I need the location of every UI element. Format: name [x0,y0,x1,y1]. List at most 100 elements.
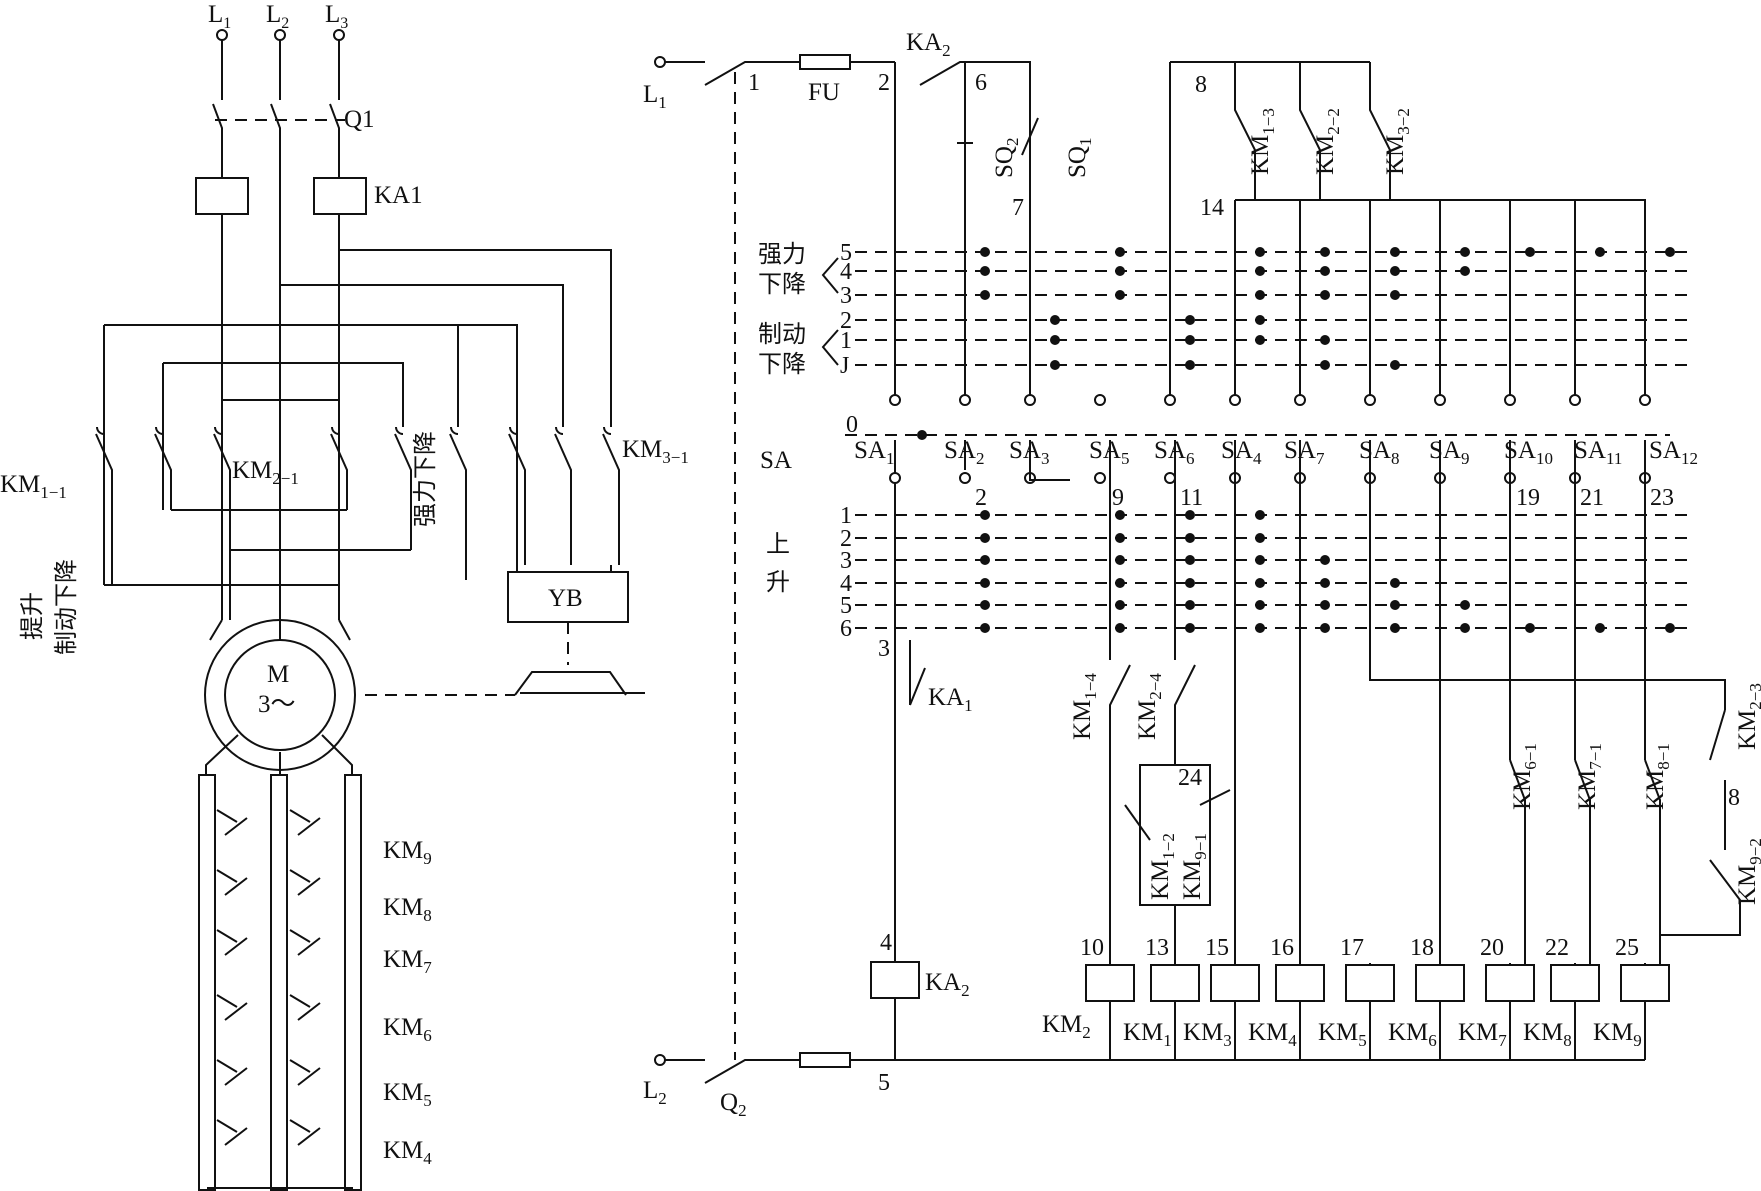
km22-label: KM2−2 [1312,108,1343,175]
ka2-contact-label: KA2 [906,29,951,60]
switch-q1-label: Q1 [344,106,375,133]
rotor-contact [216,1119,248,1146]
rotor-resistors [198,774,362,1191]
contact-dot [1115,600,1125,610]
contact-dot [1390,360,1400,370]
rotor-contact [289,929,321,956]
km61-label: KM6−1 [1509,743,1540,810]
contact-dot [1390,623,1400,633]
sa-top-terminal [889,394,901,406]
label-down-strong-2: 下降 [758,270,806,298]
km32-label: KM3−2 [1382,108,1413,175]
label-up-2: 升 [766,568,790,596]
coil-label: KM6 [1388,1019,1437,1050]
contact-dot [1390,600,1400,610]
contact-dot [980,623,990,633]
km92-label: KM9−2 [1734,838,1761,905]
contact-dot [1115,555,1125,565]
motor-inner-circle [224,639,336,751]
node-7: 7 [1012,195,1024,221]
lowering-position-label: 5 [840,240,852,266]
contactor-contacts [95,426,620,586]
coil-label: KM4 [1248,1019,1297,1050]
coil-row: KA2KM210KM113KM315KM416KM517KM618KM720KM… [870,935,1670,1060]
sa-top-terminal [1364,394,1376,406]
contact-dot [1255,290,1265,300]
coil-label: KM8 [1523,1019,1572,1050]
sa-contact-label: SA10 [1504,437,1553,468]
switch-q1: Q1 [212,40,375,340]
ctrl-l2-label: L2 [643,1077,667,1108]
contact-dot [1115,266,1125,276]
coil [1275,964,1325,1002]
km71-label: KM7−1 [1574,743,1605,810]
coil-label: KM9 [1593,1019,1642,1050]
power-circuit: L1 L2 L3 Q1 KA1 [0,1,689,1191]
lowering-position-label: 1 [840,328,852,354]
rotor-contact [289,1119,321,1146]
contact-dot [1185,360,1195,370]
sa-bottom-terminal [1094,472,1106,484]
sa-top-terminal [1164,394,1176,406]
contact-dot [1185,600,1195,610]
control-circuit: L1 FU 1 2 6 KA2 SQ2 SQ1 7 8 14 KM1−3 KM2… [643,29,1761,1120]
sa-contact-label: SA11 [1574,437,1622,468]
contact-dot [980,266,990,276]
sa-top-terminal [959,394,971,406]
contact-dot [1115,623,1125,633]
contact-dot [1185,623,1195,633]
resistor-km8-label: KM8 [383,894,432,925]
km14-label: KM1−4 [1069,673,1100,740]
contact-dot [1050,335,1060,345]
coil [1550,964,1600,1002]
sa-contact-terminals [889,394,1651,484]
coil-label: KM2 [1042,1011,1091,1042]
node-3: 3 [878,636,890,662]
contact-dot [1320,555,1330,565]
km21-label: KM2−1 [232,457,299,488]
contact-dot [1115,510,1125,520]
contact-dot [1320,290,1330,300]
contact-dot [1255,623,1265,633]
lowering-contact-dots [980,247,1675,370]
contact-dot [1185,578,1195,588]
contact-dot [1185,533,1195,543]
sa-bottom-terminal [959,472,971,484]
contact-dot [1185,555,1195,565]
overcurrent-coil-left [195,177,249,215]
fuse-fu [799,54,851,70]
relay-label-ka1: KA1 [374,182,423,209]
label-qiangli-xiajiang: 强力下降 [411,431,439,527]
rotor-contact [289,1059,321,1086]
contact-dot [1665,623,1675,633]
sa-contact-label: SA9 [1429,437,1469,468]
motor-label-phase: 3～ [258,691,296,718]
sa-top-terminal [1434,394,1446,406]
sa-contact-label: SA4 [1221,437,1262,468]
sa-top-terminal [1639,394,1651,406]
overcurrent-coil-right [313,177,367,215]
node-9: 9 [1112,485,1124,511]
km11-label: KM1−1 [0,471,67,502]
km12-label: KM1−2 [1147,833,1178,900]
contact-dot [1255,510,1265,520]
hoisting-position-label: 2 [840,526,852,552]
hoisting-position-label: 1 [840,503,852,529]
terminal-ctrl-l2 [654,1054,666,1066]
coil-node-number: 18 [1410,935,1434,961]
coil-label: KM7 [1458,1019,1507,1050]
hoisting-position-label: 5 [840,593,852,619]
contact-dot [1255,315,1265,325]
hoisting-contact-dots [980,510,1675,633]
lowering-position-lines [855,251,1690,366]
rotor-contact [216,994,248,1021]
contact-dot [1320,247,1330,257]
zero-dot [917,430,927,440]
coil [1485,964,1535,1002]
contact-dot [980,600,990,610]
sa-contact-label: SA6 [1154,437,1194,468]
contact-dot [1320,335,1330,345]
contact-dot [1665,247,1675,257]
contact-dot [1460,247,1470,257]
